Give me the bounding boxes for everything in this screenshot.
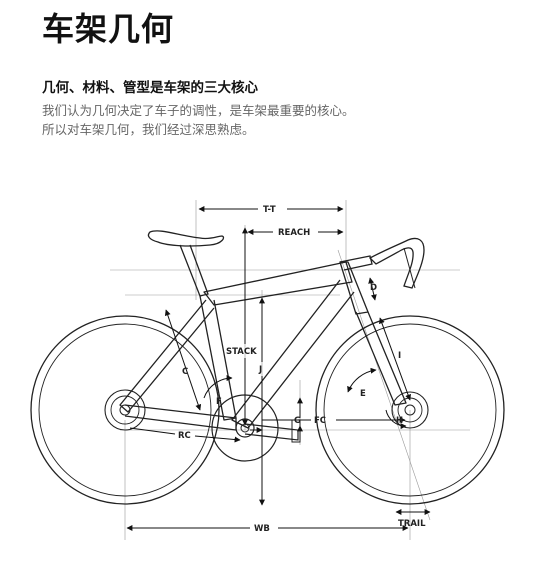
handlebar [339, 237, 425, 289]
label-reach: REACH [278, 228, 310, 238]
label-stack: STACK [226, 347, 257, 357]
label-wb: WB [254, 524, 270, 534]
label-d: D [370, 283, 377, 293]
label-h: H [396, 416, 403, 426]
section-subtitle: 几何、材料、管型是车架的三大核心 [42, 80, 258, 96]
description-line-2: 所以对车架几何，我们经过深思熟虑。 [42, 122, 255, 137]
label-trail: TRAIL [398, 519, 426, 529]
label-c: C [182, 367, 188, 377]
label-j: J [258, 365, 262, 375]
label-rc: RC [178, 431, 191, 441]
label-i: I [398, 351, 401, 361]
dimension-lines [126, 206, 431, 531]
description-line-1: 我们认为几何决定了车子的调性，是车架最重要的核心。 [42, 103, 355, 118]
label-g: G [294, 416, 301, 426]
label-f: F [216, 397, 222, 407]
label-e: E [360, 389, 366, 399]
label-tt: T-T [263, 205, 276, 215]
bike-frame [119, 244, 407, 431]
page-title: 车架几何 [42, 10, 175, 48]
saddle [147, 230, 225, 247]
label-fc: FC [314, 416, 326, 426]
section-description: 我们认为几何决定了车子的调性，是车架最重要的核心。 所以对车架几何，我们经过深思… [42, 101, 355, 139]
reference-lines [110, 200, 470, 540]
rear-wheel [30, 315, 220, 505]
